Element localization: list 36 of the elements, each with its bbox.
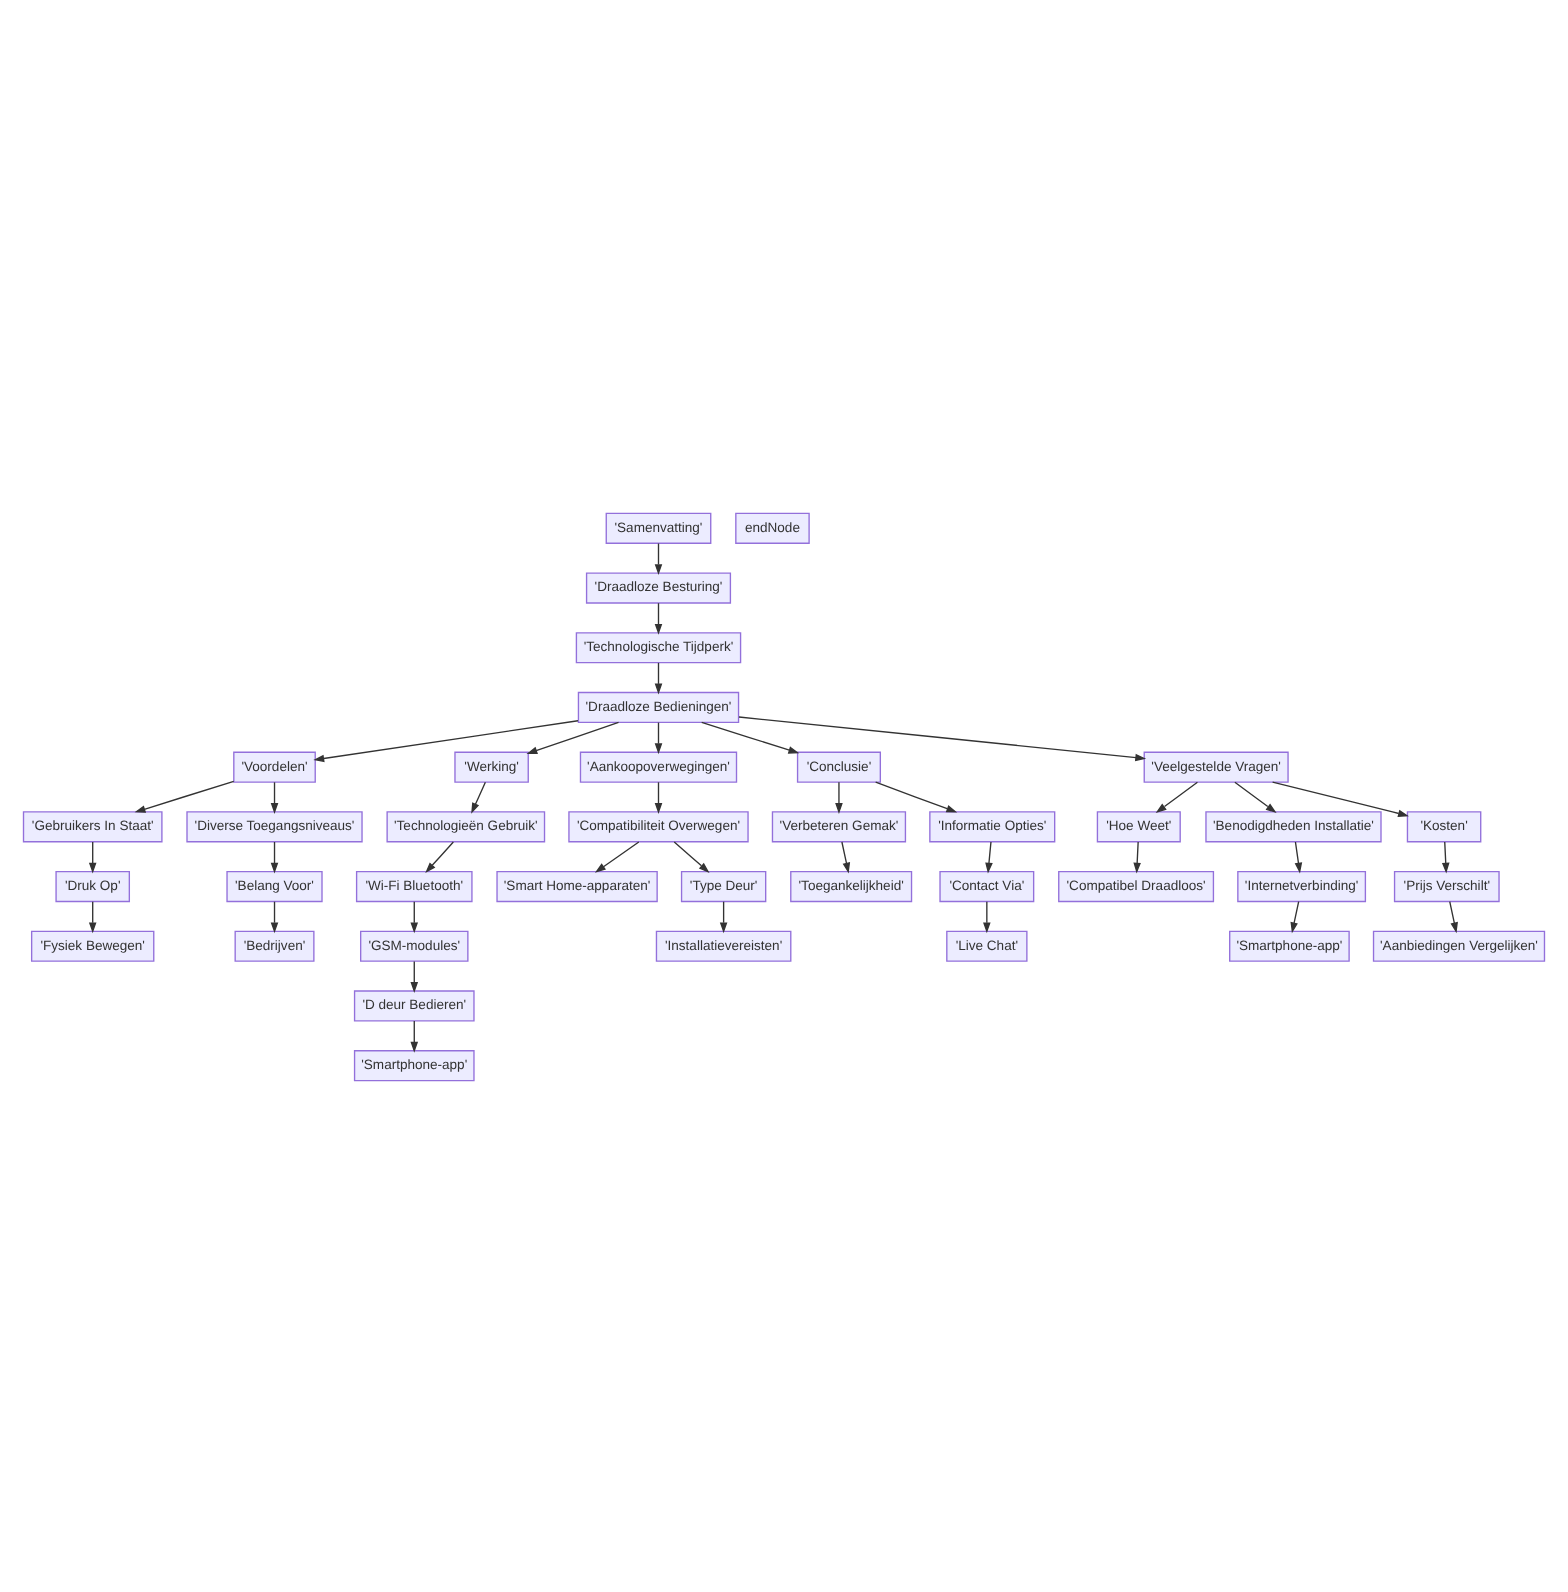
- arrow: [410, 959, 419, 992]
- arrow: [425, 840, 455, 873]
- arrow: [1155, 780, 1199, 813]
- arrow: [270, 780, 279, 813]
- arrow: [526, 720, 620, 753]
- arrow: [1449, 900, 1458, 933]
- arrow: [1271, 780, 1409, 817]
- arrow: [673, 840, 710, 872]
- arrow: [1290, 900, 1300, 933]
- arrow: [654, 780, 663, 813]
- arrow: [654, 720, 663, 754]
- arrow: [983, 900, 991, 933]
- arrow: [270, 840, 279, 873]
- arrow: [1294, 840, 1303, 873]
- arrow: [88, 900, 97, 933]
- arrow: [985, 840, 993, 873]
- arrow: [1234, 780, 1277, 813]
- arrow: [835, 780, 843, 813]
- arrow: [410, 900, 419, 933]
- arrow: [313, 719, 579, 762]
- arrow: [738, 715, 1147, 761]
- arrow: [654, 601, 663, 634]
- arrow: [471, 780, 487, 813]
- arrow: [719, 900, 728, 933]
- arrow: [88, 840, 97, 873]
- arrow: [594, 840, 640, 872]
- arrow: [654, 661, 663, 694]
- arrow: [1441, 840, 1450, 873]
- arrow: [410, 1019, 419, 1052]
- arrow: [654, 541, 663, 575]
- arrow: [701, 720, 800, 753]
- arrow: [134, 779, 235, 812]
- arrow: [270, 900, 279, 933]
- arrow: [841, 840, 851, 873]
- arrow: [1133, 840, 1141, 873]
- arrow: [875, 780, 958, 812]
